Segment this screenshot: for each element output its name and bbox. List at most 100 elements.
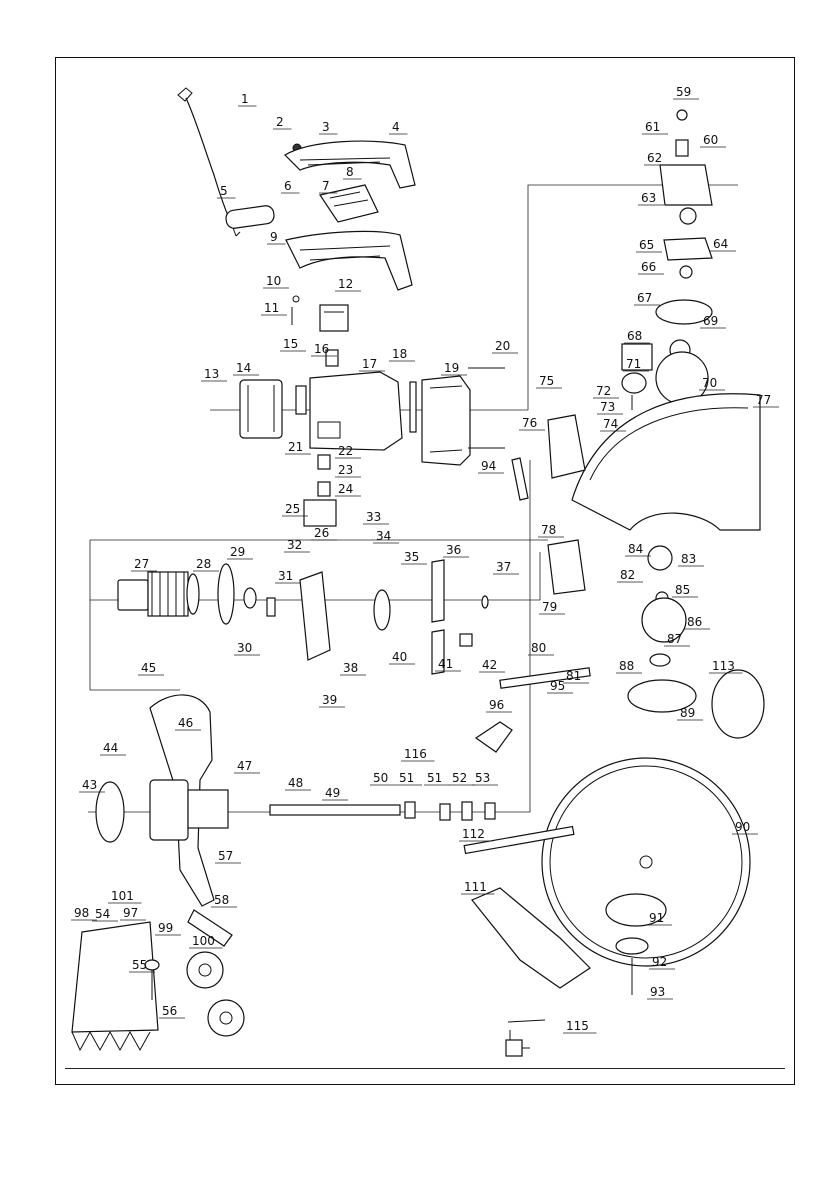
callout-label: 47 <box>237 759 252 773</box>
callout-label: 43 <box>82 778 97 792</box>
callout-label: 6 <box>284 179 292 193</box>
callout-label: 98 <box>74 906 89 920</box>
callout-label: 31 <box>278 569 293 583</box>
callout-label: 29 <box>230 545 245 559</box>
callout-label: 20 <box>495 339 510 353</box>
callout-label: 80 <box>531 641 546 655</box>
motor-assembly <box>239 349 505 527</box>
callout-label: 101 <box>111 889 134 903</box>
callout-label: 115 <box>566 1019 589 1033</box>
callout-label: 39 <box>322 693 337 707</box>
callout-label: 41 <box>438 657 453 671</box>
callout-label: 94 <box>481 459 496 473</box>
callout-label: 89 <box>680 706 695 720</box>
callout-label: 32 <box>287 538 302 552</box>
callout-label: 5 <box>220 184 228 198</box>
callout-label: 112 <box>462 827 485 841</box>
callout-label: 79 <box>542 600 557 614</box>
callout-label: 48 <box>288 776 303 790</box>
callout-label: 67 <box>637 291 652 305</box>
callout-label: 44 <box>103 741 118 755</box>
callout-label: 42 <box>482 658 497 672</box>
callout-label: 26 <box>314 526 329 540</box>
callout-label: 23 <box>338 463 353 477</box>
callout-label: 13 <box>204 367 219 381</box>
callout-label: 21 <box>288 440 303 454</box>
footer-rule <box>65 1068 785 1069</box>
callout-label: 52 <box>452 771 467 785</box>
callout-label: 84 <box>628 542 643 556</box>
callout-label: 88 <box>619 659 634 673</box>
callout-label: 27 <box>134 557 149 571</box>
callout-label: 58 <box>214 893 229 907</box>
callout-label: 51 <box>399 771 414 785</box>
callout-label: 75 <box>539 374 554 388</box>
callout-label: 66 <box>641 260 656 274</box>
callout-label: 61 <box>645 120 660 134</box>
callout-label: 60 <box>703 133 718 147</box>
callout-label: 63 <box>641 191 656 205</box>
callout-label: 49 <box>325 786 340 800</box>
callout-label: 93 <box>650 985 665 999</box>
callout-label: 12 <box>338 277 353 291</box>
callout-label: 77 <box>756 393 771 407</box>
callout-label: 7 <box>322 179 330 193</box>
callout-label: 90 <box>735 820 750 834</box>
callout-label: 28 <box>196 557 211 571</box>
callout-label: 113 <box>712 659 735 673</box>
callout-label: 72 <box>596 384 611 398</box>
callout-label: 9 <box>270 230 278 244</box>
callout-label: 8 <box>346 165 354 179</box>
callout-leader-lines <box>71 98 779 1034</box>
callout-label: 92 <box>652 955 667 969</box>
callout-label: 18 <box>392 347 407 361</box>
callout-label: 1 <box>241 92 249 106</box>
callout-labels: 1 2 3 4 5 6 7 8 9 10 11 12 13 14 15 16 1… <box>74 85 771 1033</box>
callout-label: 16 <box>314 342 329 356</box>
callout-label: 50 <box>373 771 388 785</box>
callout-label: 4 <box>392 120 400 134</box>
callout-label: 22 <box>338 444 353 458</box>
callout-label: 2 <box>276 115 284 129</box>
callout-label: 14 <box>236 361 251 375</box>
callout-label: 10 <box>266 274 281 288</box>
callout-label: 81 <box>566 669 581 683</box>
callout-label: 25 <box>285 502 300 516</box>
callout-label: 116 <box>404 747 427 761</box>
callout-label: 19 <box>444 361 459 375</box>
callout-label: 91 <box>649 911 664 925</box>
callout-label: 71 <box>626 357 641 371</box>
callout-label: 69 <box>703 314 718 328</box>
callout-label: 59 <box>676 85 691 99</box>
callout-label: 53 <box>475 771 490 785</box>
callout-label: 100 <box>192 934 215 948</box>
callout-label: 68 <box>627 329 642 343</box>
armature-gear-section <box>117 559 489 675</box>
callout-label: 76 <box>522 416 537 430</box>
callout-label: 34 <box>376 529 391 543</box>
callout-label: 35 <box>404 550 419 564</box>
callout-label: 3 <box>322 120 330 134</box>
callout-label: 54 <box>95 907 110 921</box>
callout-label: 24 <box>338 482 353 496</box>
callout-label: 82 <box>620 568 635 582</box>
callout-label: 30 <box>237 641 252 655</box>
callout-label: 99 <box>158 921 173 935</box>
callout-label: 70 <box>702 376 717 390</box>
callout-label: 87 <box>667 632 682 646</box>
callout-label: 85 <box>675 583 690 597</box>
callout-label: 11 <box>264 301 279 315</box>
callout-label: 74 <box>603 417 618 431</box>
callout-label: 38 <box>343 661 358 675</box>
handle-assembly <box>225 140 416 332</box>
callout-label: 96 <box>489 698 504 712</box>
callout-label: 45 <box>141 661 156 675</box>
callout-label: 36 <box>446 543 461 557</box>
callout-label: 111 <box>464 880 487 894</box>
callout-label: 97 <box>123 906 138 920</box>
callout-label: 57 <box>218 849 233 863</box>
callout-label: 95 <box>550 679 565 693</box>
callout-label: 78 <box>541 523 556 537</box>
callout-label: 17 <box>362 357 377 371</box>
